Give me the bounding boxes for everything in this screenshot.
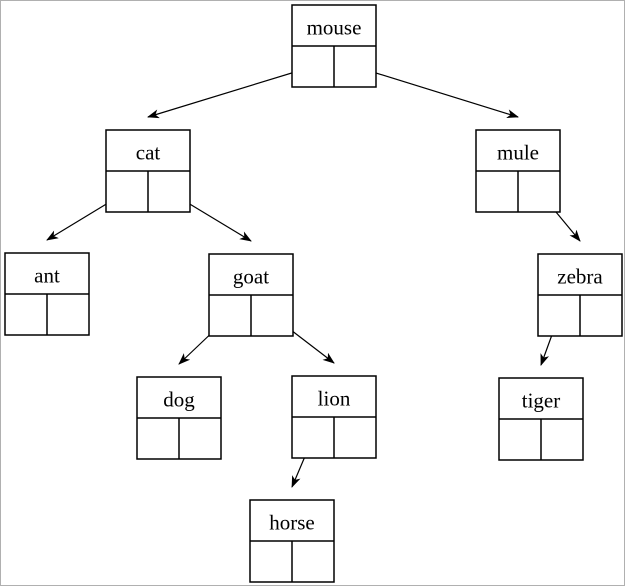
tree-node-mule: mule xyxy=(475,129,561,213)
tree-node-cat: cat xyxy=(105,129,191,213)
node-label-tiger: tiger xyxy=(522,389,560,413)
pointer-arrow-mouse-cat xyxy=(147,65,314,119)
tree-node-ant: ant xyxy=(4,252,90,336)
tree-node-goat: goat xyxy=(208,253,294,337)
node-label-cat: cat xyxy=(136,141,161,165)
tree-node-tiger: tiger xyxy=(498,377,584,461)
nodes-layer: mouse cat mule ant goat zebra dog lion tiger hors… xyxy=(4,4,623,583)
node-label-mule: mule xyxy=(497,141,539,165)
tree-node-zebra: zebra xyxy=(537,253,623,337)
tree-node-lion: lion xyxy=(291,375,377,459)
tree-node-horse: horse xyxy=(249,499,335,583)
node-label-mouse: mouse xyxy=(307,16,362,40)
tree-node-mouse: mouse xyxy=(291,4,377,88)
node-label-ant: ant xyxy=(34,264,60,288)
node-label-dog: dog xyxy=(163,388,195,412)
node-label-zebra: zebra xyxy=(557,265,603,289)
pointer-arrow-mouse-mule xyxy=(354,65,519,119)
node-label-goat: goat xyxy=(233,265,269,289)
node-label-lion: lion xyxy=(318,387,351,411)
tree-node-dog: dog xyxy=(136,376,222,460)
node-label-horse: horse xyxy=(269,511,315,535)
